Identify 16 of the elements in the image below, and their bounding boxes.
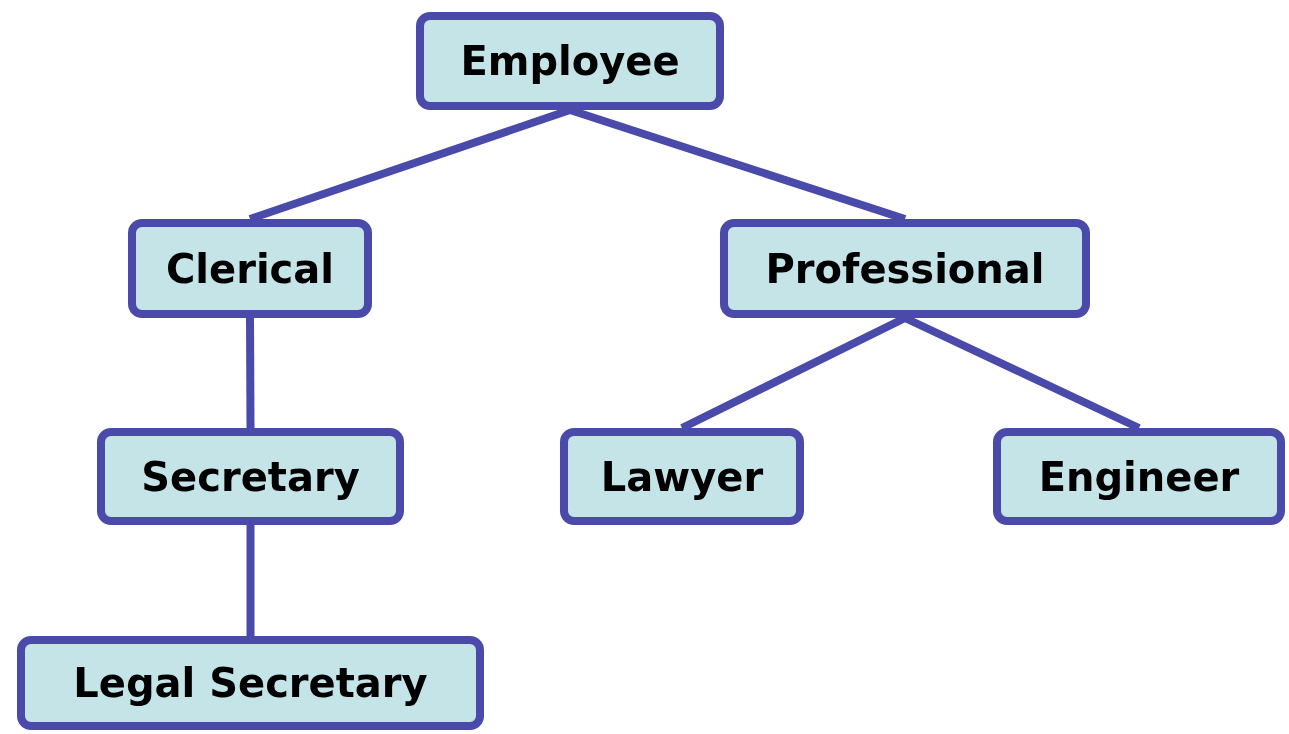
- class-name: Clerical: [165, 245, 334, 292]
- class-box: [128, 219, 372, 318]
- class-box: [17, 636, 484, 730]
- class-name: Employee: [460, 38, 680, 84]
- class-box: [720, 219, 1090, 318]
- class-box: [97, 428, 404, 525]
- connector-line: [246, 318, 255, 428]
- class-name: Professional: [765, 245, 1045, 292]
- connector-line: [246, 525, 255, 636]
- class-name: Lawyer: [600, 453, 764, 500]
- class-name: Secretary: [141, 453, 360, 500]
- class-box: [993, 428, 1285, 525]
- class-name: Engineer: [1038, 453, 1240, 500]
- class-box: [416, 12, 724, 110]
- class-name: Legal Secretary: [73, 660, 428, 706]
- class-box: [560, 428, 804, 525]
